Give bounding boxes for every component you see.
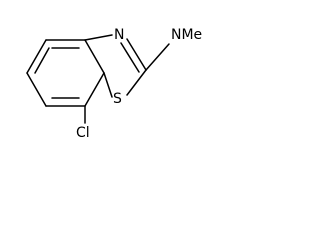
bond-c6-c1	[26, 39, 47, 74]
double-bond-n-c-inner	[120, 42, 140, 73]
chemical-structure-figure: N NMe S Cl	[26, 27, 203, 141]
bond-c-nme	[145, 43, 170, 71]
bond-c-s	[126, 69, 147, 96]
bond-c2-n	[84, 34, 113, 41]
bond-c2-c3	[84, 39, 105, 74]
bond-c3-c4	[84, 72, 105, 107]
chlorine-label: Cl	[76, 125, 90, 141]
methylamino-label: NMe	[171, 27, 202, 43]
double-bond-inner-left	[34, 47, 50, 74]
sulfur-label: S	[113, 91, 122, 107]
nitrogen-label: N	[114, 27, 124, 43]
molecule-drawing: N NMe S Cl	[26, 27, 202, 141]
bond-c5-c6	[26, 72, 47, 107]
double-bond-n-c	[126, 38, 147, 71]
bond-s-c3	[103, 72, 113, 98]
